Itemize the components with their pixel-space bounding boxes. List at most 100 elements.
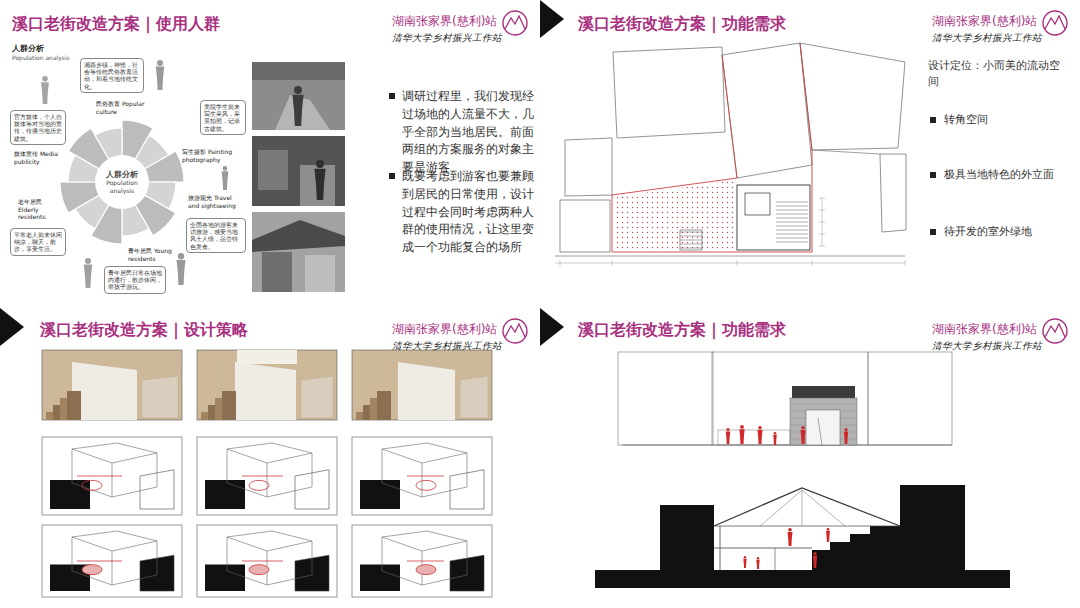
site-photo	[294, 86, 302, 94]
callout-bubble: 平常老人前来休闲纳凉，聊天，散步，享受生活。	[10, 228, 66, 256]
stair-lines	[776, 210, 808, 211]
render-wall	[142, 376, 178, 418]
callout-text: 青年居民日常在场地内通行，散步休闲，带孩子游玩。	[108, 269, 163, 291]
axon-outline	[382, 537, 422, 551]
axon-outline	[72, 531, 157, 585]
axon-outline	[72, 537, 112, 551]
stair-lines	[776, 234, 808, 235]
section-stair	[812, 526, 900, 570]
person-silhouette	[177, 260, 186, 285]
human-figure	[757, 557, 759, 559]
section-wall	[775, 548, 776, 570]
logo-ring	[503, 319, 527, 343]
human-figure	[800, 430, 805, 444]
building-plan	[737, 185, 810, 250]
dimension-tick	[905, 260, 906, 266]
axonometric-frame	[42, 437, 182, 515]
section-truss	[802, 490, 803, 526]
sector-label: 写生摄影 Painting photography	[182, 148, 240, 163]
flow-marker	[416, 565, 436, 575]
feature-item: 待开发的室外绿地	[944, 225, 1032, 238]
human-figure	[726, 432, 730, 444]
axon-mass	[50, 480, 90, 509]
axon-outline	[112, 541, 157, 585]
site-photo	[300, 165, 335, 206]
low-wall	[718, 430, 790, 445]
slide-title: 溪口老街改造方案｜设计策略	[40, 320, 248, 340]
dimension-tick	[819, 246, 825, 247]
render-wall	[398, 362, 455, 420]
flow-marker	[82, 565, 102, 575]
human-figure	[844, 428, 847, 431]
person-silhouette	[223, 166, 228, 171]
human-figure	[740, 425, 744, 429]
station-name: 湖南张家界(慈利)站	[932, 322, 1037, 337]
stair-lines	[680, 240, 702, 241]
site-boundary	[612, 55, 737, 195]
stair-lines	[680, 232, 702, 233]
plan-block	[560, 200, 610, 252]
render-image	[197, 350, 337, 420]
render-image	[42, 350, 182, 420]
callout-text: 美院学生前来写生采风，采景拍照，记录古建筑。	[204, 103, 243, 132]
plan-block	[565, 138, 612, 196]
section-ground	[595, 570, 1010, 588]
sector-label: 青年居民 Young residents	[128, 247, 188, 262]
dimension-line	[555, 263, 905, 264]
human-figure	[844, 432, 848, 444]
plan-line	[812, 150, 880, 154]
axon-outline	[267, 541, 312, 585]
section-floor	[714, 548, 812, 549]
population-gear	[60, 120, 184, 244]
axon-outline	[382, 443, 467, 497]
bullet-text: 既要考虑到游客也要兼顾到居民的日常使用，设计过程中会同时考虑两种人群的使用情况，…	[402, 168, 542, 257]
human-figure	[827, 528, 830, 531]
station-subtitle: 清华大学乡村振兴工作站	[392, 32, 502, 44]
dimension-tick	[737, 260, 738, 266]
site-photo	[252, 136, 345, 206]
feature-item: 转角空间	[944, 113, 988, 126]
axon-mass	[360, 480, 400, 509]
flow-marker	[249, 565, 269, 575]
facade-stone	[790, 398, 857, 445]
stair-lines	[776, 222, 808, 223]
site-photo	[305, 255, 335, 292]
bullet-text: 调研过程里，我们发现经过场地的人流量不大，几乎全部为当地居民。前面两组的方案服务…	[402, 88, 542, 177]
section-heading: 人群分析	[12, 44, 44, 53]
facade-opening	[806, 410, 840, 445]
hub-subtitle: Population analysis	[96, 179, 148, 193]
stair-lines	[680, 248, 702, 249]
station-name: 湖南张家界(慈利)站	[392, 14, 497, 29]
render-wall	[235, 362, 296, 420]
render-wall	[301, 376, 333, 418]
stair-lines	[776, 218, 808, 219]
human-figure	[788, 528, 792, 532]
render-stair	[67, 391, 81, 420]
axon-outline	[382, 449, 422, 463]
flow-marker	[82, 480, 102, 490]
render-wall	[460, 376, 488, 418]
stair-lines	[776, 214, 808, 215]
plan-block	[613, 47, 725, 138]
render-stair	[377, 391, 391, 420]
stair-lines	[776, 230, 808, 231]
plan-block	[800, 43, 905, 150]
slide-title: 溪口老街改造方案｜使用人群	[12, 14, 220, 34]
person-silhouette	[85, 258, 91, 264]
axon-outline	[227, 537, 267, 551]
bullet-square	[389, 93, 395, 99]
section-mass	[660, 505, 714, 570]
callout-bubble: 官方媒体，个人自媒体等对当地的宣传，传播当地历史建筑。	[10, 110, 66, 145]
logo-mountain	[505, 324, 525, 337]
axonometric-frame	[42, 525, 182, 597]
callout-bubble: 全国各地的游客来访旅游，感受当地风土人情，品尝特色美食。	[186, 218, 246, 253]
flow-arrow	[77, 561, 122, 562]
person-silhouette	[157, 60, 163, 66]
logo-mountain	[1045, 16, 1065, 29]
building-plan	[745, 193, 770, 215]
corner-triangle	[540, 308, 564, 346]
site-photo	[275, 95, 330, 130]
hub-title: 人群分析	[106, 170, 138, 179]
axon-mass	[205, 480, 245, 509]
